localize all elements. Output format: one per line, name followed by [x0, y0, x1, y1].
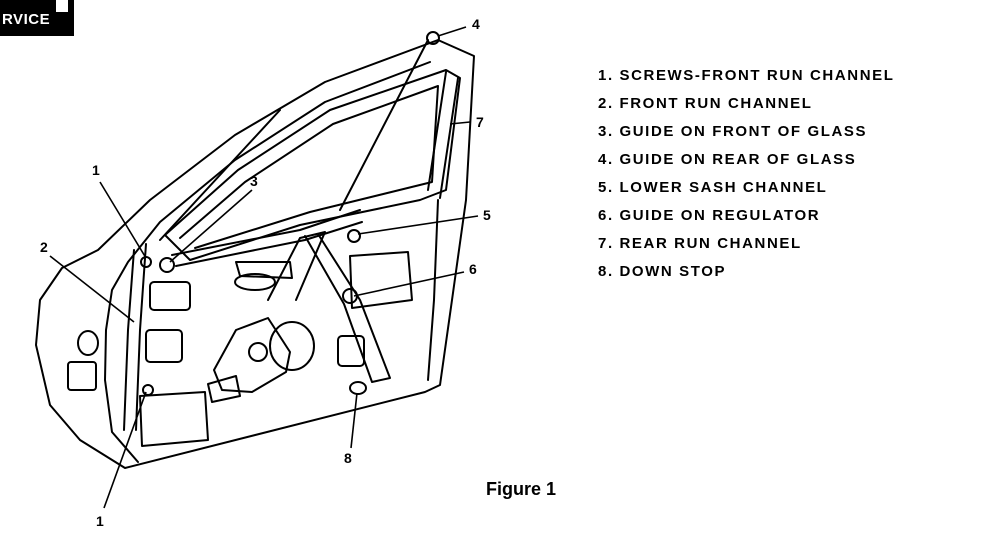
window-cable [159, 39, 429, 241]
leader-lines [49, 26, 479, 509]
parts-legend: 1. SCREWS-FRONT RUN CHANNEL 2. FRONT RUN… [598, 66, 895, 290]
down-stop [349, 381, 367, 395]
callout-8: 8 [344, 450, 352, 466]
legend-item: 8. DOWN STOP [598, 263, 727, 280]
door-outer-shell [35, 39, 475, 469]
legend-item: 1. SCREWS-FRONT RUN CHANNEL [598, 67, 895, 84]
callout-6: 6 [469, 261, 477, 277]
callout-5: 5 [483, 207, 491, 223]
rear-run-channel-lower [427, 199, 439, 381]
leader-4 [437, 26, 467, 37]
leader-7 [449, 121, 471, 125]
legend-item: 2. FRONT RUN CHANNEL [598, 95, 813, 112]
regulator-motor-body [213, 317, 291, 393]
regulator-gear-ring [269, 321, 315, 371]
regulator-base [207, 375, 241, 403]
regulator-hub [248, 342, 268, 362]
callout-3: 3 [250, 173, 258, 189]
panel-cutout-5 [349, 251, 413, 309]
legend-item: 6. GUIDE ON REGULATOR [598, 207, 821, 224]
panel-cutout-1 [149, 281, 191, 311]
rear-run-channel [427, 71, 459, 199]
leader-1-top [99, 181, 147, 259]
leader-2 [49, 255, 135, 323]
panel-cutout-3 [139, 391, 209, 447]
callout-2: 2 [40, 239, 48, 255]
panel-cutout-2 [145, 329, 183, 363]
screw-lower [142, 384, 154, 396]
guide-front-of-glass [159, 257, 175, 273]
panel-bracket [235, 261, 293, 279]
door-assembly-drawing [35, 31, 475, 469]
leader-3 [169, 189, 253, 263]
legend-item: 3. GUIDE ON FRONT OF GLASS [598, 123, 868, 140]
sash-guide [347, 229, 361, 243]
regulator-arm-1 [267, 231, 326, 301]
leader-1-bottom [103, 391, 147, 509]
screw-upper [140, 256, 152, 268]
legend-item: 7. REAR RUN CHANNEL [598, 235, 802, 252]
regulator-arm-2 [304, 233, 391, 383]
legend-item: 5. LOWER SASH CHANNEL [598, 179, 828, 196]
panel-hole-front [77, 330, 99, 356]
guide-rear-of-glass [426, 31, 440, 45]
callout-4: 4 [472, 16, 480, 32]
leader-6 [353, 271, 465, 297]
callout-labels: 1 2 3 4 5 6 7 8 1 [40, 16, 491, 529]
panel-cutout-4 [337, 335, 365, 367]
callout-7: 7 [476, 114, 484, 130]
lower-sash-channel [171, 209, 363, 267]
panel-slot-front [67, 361, 97, 391]
section-tab-notch [56, 0, 68, 12]
legend-item: 4. GUIDE ON REAR OF GLASS [598, 151, 857, 168]
window-frame-inner [179, 85, 439, 249]
door-inner-edge [104, 61, 431, 463]
window-frame [164, 69, 461, 261]
leader-5 [357, 215, 479, 235]
callout-1-bottom: 1 [96, 513, 104, 529]
section-tab: RVICE [0, 0, 74, 36]
leader-8 [350, 392, 358, 449]
callout-1-top: 1 [92, 162, 100, 178]
panel-hole-slot [234, 273, 276, 291]
figure-caption: Figure 1 [486, 479, 557, 499]
section-tab-text: RVICE [2, 11, 51, 28]
front-run-channel [123, 243, 147, 431]
